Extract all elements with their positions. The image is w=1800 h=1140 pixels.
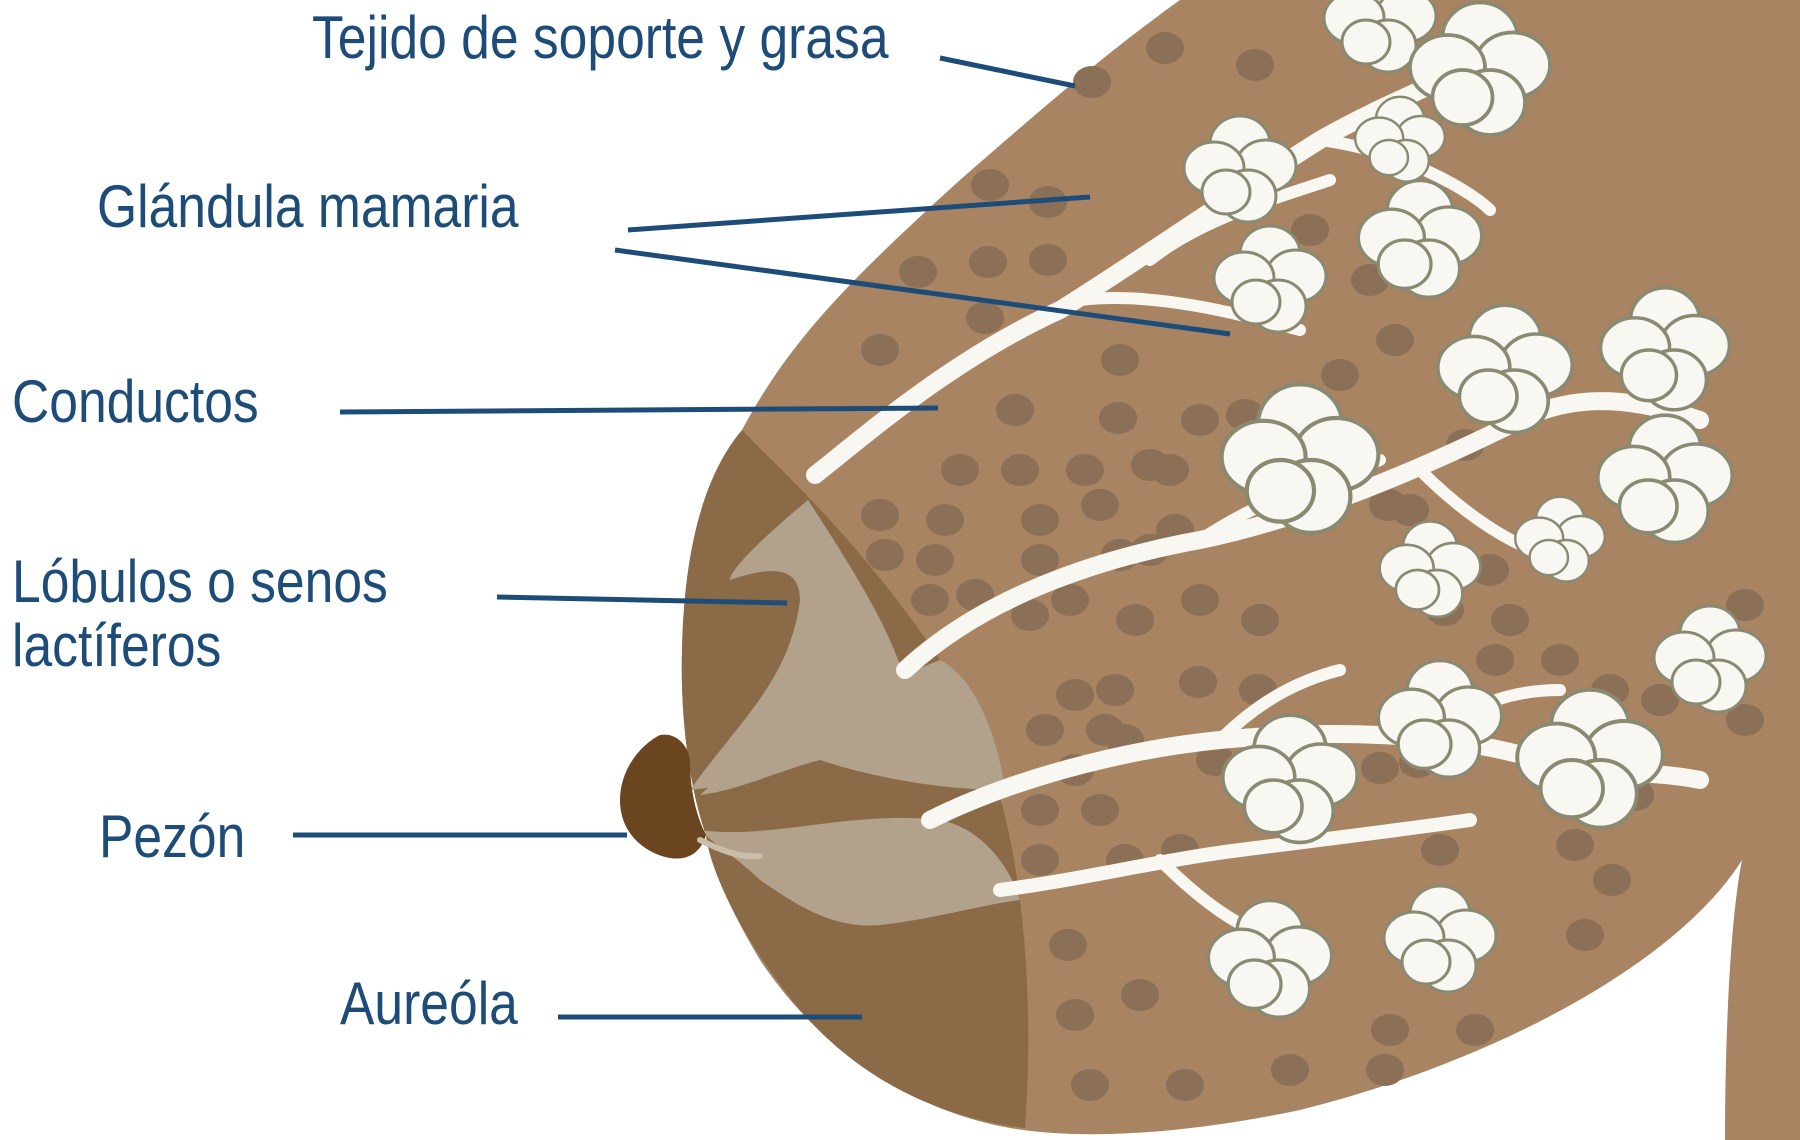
fat-spot xyxy=(996,394,1034,426)
fat-spot xyxy=(1456,1014,1494,1046)
label-pezon: Pezón xyxy=(99,803,246,870)
fat-spot xyxy=(1011,599,1049,631)
fat-spot xyxy=(1056,999,1094,1031)
fat-spot xyxy=(1241,604,1279,636)
fat-spot xyxy=(1593,864,1631,896)
label-lobulos-line1: Lóbulos o senos xyxy=(12,548,388,615)
label-glandula-mamaria: Glándula mamaria xyxy=(97,173,519,240)
nipple-highlight xyxy=(697,837,763,860)
fat-spot xyxy=(1271,1054,1309,1086)
fat-spot xyxy=(916,544,954,576)
fat-spot xyxy=(1376,324,1414,356)
fat-spot xyxy=(1541,644,1579,676)
fat-spot xyxy=(1321,359,1359,391)
fat-spot xyxy=(1179,666,1217,698)
label-tejido-soporte-grasa: Tejido de soporte y grasa xyxy=(312,4,889,71)
fat-spot xyxy=(1001,454,1039,486)
fat-spot xyxy=(1566,919,1604,951)
fat-spot xyxy=(899,256,937,288)
fat-spot xyxy=(1021,794,1059,826)
fat-spot xyxy=(1369,489,1407,521)
fat-spot xyxy=(1101,344,1139,376)
fat-spot xyxy=(1081,794,1119,826)
fat-spot xyxy=(1726,589,1764,621)
fat-spot xyxy=(1491,604,1529,636)
fat-spot xyxy=(861,334,899,366)
fat-spot xyxy=(1291,214,1329,246)
label-lobulos-senos-lactiferos: Lóbulos o senos lactíferos xyxy=(12,550,388,678)
fat-spot xyxy=(1021,544,1059,576)
label-lobulos-line2: lactíferos xyxy=(12,612,222,679)
fat-spot xyxy=(1029,244,1067,276)
fat-spot xyxy=(1073,66,1111,98)
fat-spot xyxy=(1086,714,1124,746)
milk-sinuses xyxy=(690,500,1020,926)
fat-spot xyxy=(1476,644,1514,676)
fat-spot xyxy=(1026,714,1064,746)
fat-spot xyxy=(1236,49,1274,81)
fat-spot xyxy=(966,302,1004,334)
fat-spot xyxy=(1726,704,1764,736)
leader-glandula-2 xyxy=(614,247,1231,337)
fat-spot xyxy=(1366,1054,1404,1086)
fat-spot xyxy=(866,539,904,571)
fat-spot xyxy=(1099,402,1137,434)
fat-spot xyxy=(1049,929,1087,961)
fat-spot xyxy=(1641,684,1679,716)
fat-spot xyxy=(1371,1014,1409,1046)
fat-spot xyxy=(971,169,1009,201)
fat-spot xyxy=(969,246,1007,278)
fat-spot xyxy=(1066,454,1104,486)
fat-spot xyxy=(1361,752,1399,784)
fat-spot xyxy=(1421,834,1459,866)
leader-lobulos xyxy=(496,594,788,606)
fat-spot xyxy=(941,454,979,486)
fat-spot xyxy=(1081,489,1119,521)
fat-spot xyxy=(1121,979,1159,1011)
fat-spot xyxy=(911,584,949,616)
label-aureola: Aureóla xyxy=(340,970,518,1037)
leader-tejido xyxy=(939,55,1076,89)
fat-spot xyxy=(1051,584,1089,616)
fat-spot xyxy=(1166,1069,1204,1101)
fat-spot xyxy=(1146,32,1184,64)
fat-spot xyxy=(1131,449,1169,481)
fat-spot xyxy=(1021,844,1059,876)
fat-spot xyxy=(861,499,899,531)
fat-spot xyxy=(926,504,964,536)
fat-spot xyxy=(1116,604,1154,636)
fat-spot xyxy=(1021,504,1059,536)
label-conductos: Conductos xyxy=(12,368,259,435)
nipple xyxy=(620,734,706,859)
fat-spot xyxy=(1181,404,1219,436)
fat-spot xyxy=(1096,674,1134,706)
leader-conductos xyxy=(339,405,939,415)
leader-glandula-1 xyxy=(627,194,1091,233)
leader-lines xyxy=(293,55,1231,1020)
fat-spot xyxy=(1556,829,1594,861)
fat-spot xyxy=(1181,584,1219,616)
fat-spot xyxy=(1056,679,1094,711)
fat-spot xyxy=(1071,1069,1109,1101)
